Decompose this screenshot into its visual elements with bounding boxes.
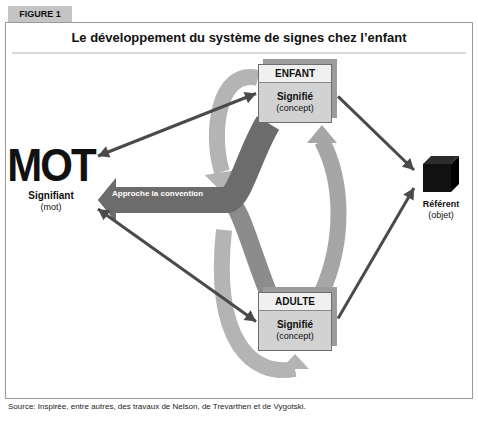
arrow-head: [402, 158, 414, 170]
node-text: (mot): [6, 202, 96, 213]
arrow-head: [281, 354, 309, 369]
cycle-arc: [322, 141, 339, 292]
node-text: (concept): [259, 103, 331, 114]
cube-front: [423, 164, 451, 192]
arrow-head: [403, 188, 414, 201]
edge-connector: [98, 209, 256, 322]
source-caption: Source: Inspirée, entre autres, des trav…: [8, 402, 470, 411]
referent-node: Référent(objet): [410, 152, 472, 221]
convention-branch: [110, 200, 268, 292]
node-text: (objet): [410, 210, 472, 221]
edge-connector: [98, 92, 256, 158]
concept-box: ADULTE Signifié(concept): [258, 292, 332, 351]
title-rule: [12, 53, 466, 54]
concept-box: ENFANT Signifié(concept): [258, 64, 332, 123]
arrow-head: [244, 310, 256, 321]
node-text: (concept): [259, 331, 331, 342]
arrow-head: [307, 125, 337, 143]
figure-tag: FIGURE 1: [8, 6, 72, 22]
node-text: ADULTE: [259, 293, 331, 311]
node-text: Signifié: [259, 91, 331, 103]
double-arrow: [98, 209, 256, 322]
edge-label: Approche la convention: [112, 189, 220, 199]
reference-arrow: [338, 96, 414, 170]
arrow-head: [98, 146, 110, 157]
frame-border: [6, 23, 473, 399]
figure-tab: [8, 6, 72, 22]
edge-connector: [338, 188, 414, 319]
edge-connector: [338, 96, 414, 170]
reference-arrow: [338, 188, 414, 319]
cube-side: [451, 156, 459, 192]
edge-connector: [307, 125, 339, 292]
arrow-head: [98, 209, 110, 220]
node-text: Signifiant: [6, 190, 96, 202]
double-arrow: [98, 94, 256, 157]
convention-arrow: [110, 123, 268, 200]
node-text: ENFANT: [259, 65, 331, 83]
object-cube: [419, 152, 463, 196]
word-node: MOT Signifiant(mot): [6, 146, 96, 213]
arrow-head: [244, 92, 256, 103]
node-text: MOT: [6, 144, 96, 188]
node-text: Signifié: [259, 319, 331, 331]
edge-connector: [98, 123, 268, 222]
node-text: Référent: [410, 199, 472, 210]
figure-title: Le développement du système de signes ch…: [10, 30, 468, 45]
